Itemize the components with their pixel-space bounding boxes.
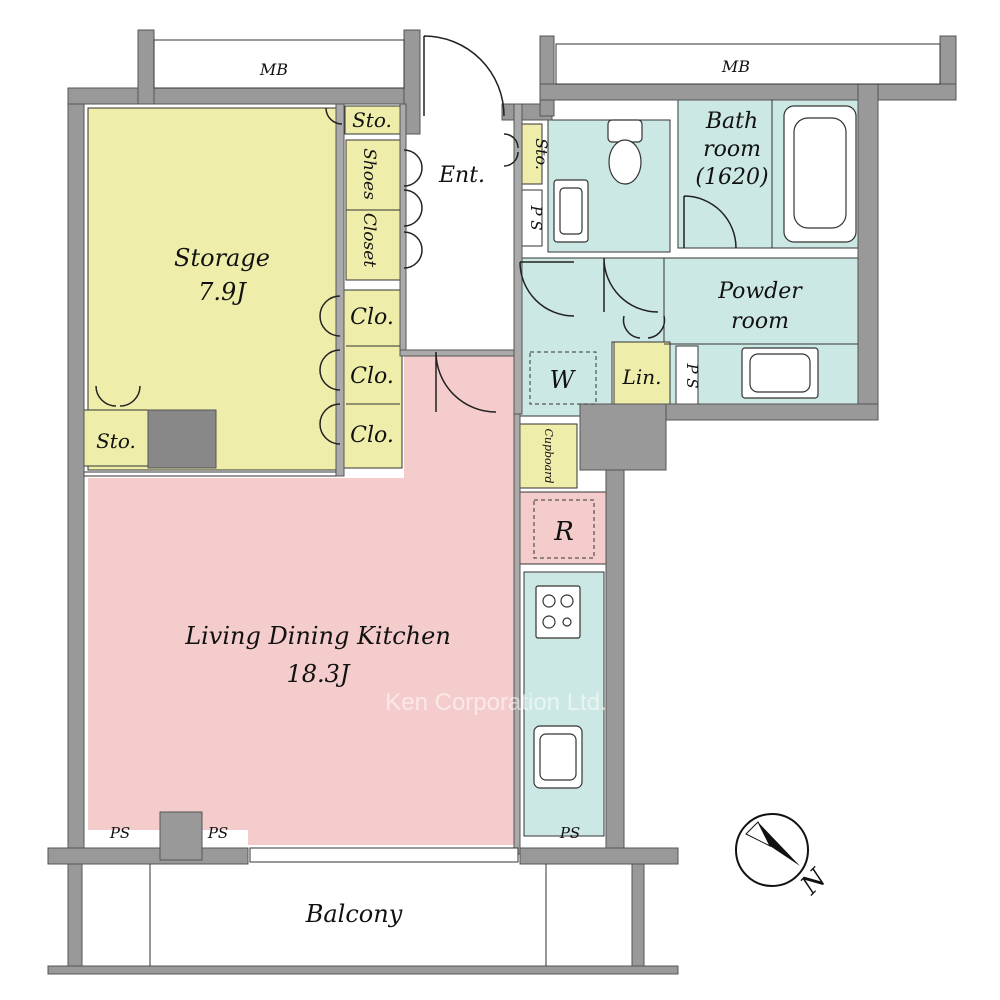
toilet-icon (607, 119, 643, 185)
entrance-label: Ent. (438, 163, 485, 188)
ps-bottom-label-1: PS (109, 824, 130, 842)
sto-entry-label: Sto. (532, 138, 551, 170)
mb-right-label: MB (721, 57, 750, 76)
door-swings (95, 35, 737, 445)
room-labels: MB MB Storage 7.9J Sto. Sto. Sto. Shoes … (96, 57, 803, 928)
bath-label-2: room (703, 137, 761, 162)
sink-icon (553, 179, 819, 399)
storage-closet-strip (339, 289, 403, 469)
linen-label: Lin. (622, 365, 662, 389)
cupboard-label: Cupboard (542, 428, 555, 483)
sto-left-box (83, 409, 149, 467)
mb-left-label: MB (259, 60, 288, 79)
washer-label: W (550, 366, 577, 394)
watermark: Ken Corporation Ltd. (385, 689, 606, 716)
powder-label-1: Powder (717, 279, 803, 304)
sto-left-label: Sto. (96, 429, 136, 453)
storage-size-label: 7.9J (198, 278, 247, 306)
clo-label-1: Clo. (350, 305, 394, 330)
clo-label-3: Clo. (350, 423, 394, 448)
stove-icon (535, 585, 581, 639)
ldk-room (88, 352, 520, 845)
washer-space (529, 351, 597, 405)
clo-label-2: Clo. (350, 364, 394, 389)
walls (47, 29, 957, 975)
window-frames (84, 39, 941, 966)
kitchen-sink-icon (533, 725, 583, 789)
ldk-label: Living Dining Kitchen (184, 622, 451, 650)
bath-label-3: (1620) (695, 165, 768, 190)
closet-dividers (346, 100, 858, 405)
ps-bottom-label-2: PS (207, 824, 228, 842)
sto-top-label: Sto. (352, 108, 392, 132)
compass-icon: N (735, 813, 834, 901)
ps-entry-label: P S (527, 204, 545, 230)
storage-label: Storage (174, 244, 270, 272)
fridge-space (533, 499, 595, 559)
balcony-label: Balcony (305, 900, 403, 928)
ldk-size-label: 18.3J (286, 660, 350, 688)
powder-label-2: room (731, 309, 789, 334)
cupboard-box (518, 423, 578, 489)
shoes-label: Shoes (359, 148, 379, 200)
closet-label: Closet (359, 213, 379, 267)
ps-bottom-label-3: PS (559, 824, 580, 842)
ps-powder-label: P S (683, 362, 701, 388)
bathtub-icon (783, 105, 857, 243)
fridge-label: R (553, 517, 574, 547)
bath-label-1: Bath (705, 109, 758, 134)
